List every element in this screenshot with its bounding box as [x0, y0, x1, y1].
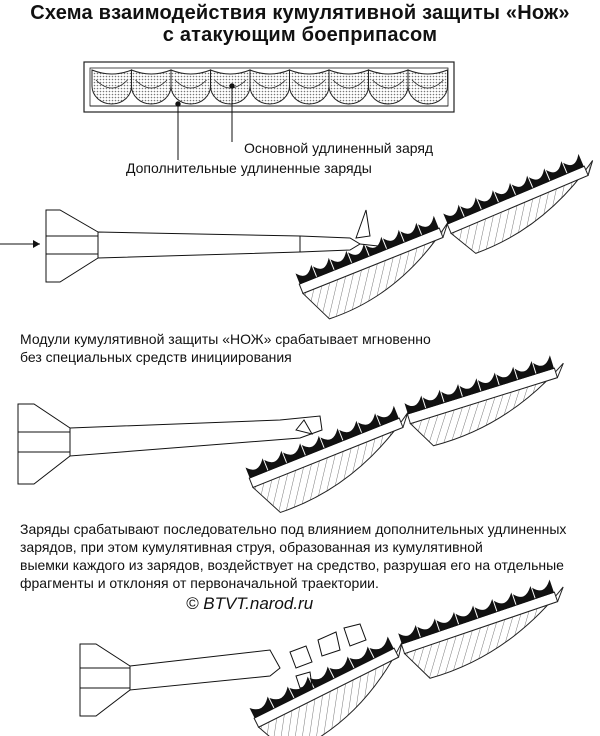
shaped-charge: [441, 384, 463, 403]
shaped-charge: [376, 405, 399, 426]
caption-line: выемки каждого из зарядов, воздействует …: [20, 557, 564, 573]
shaped-charge: [477, 190, 499, 210]
shaped-charge: [455, 605, 478, 625]
shaped-charge: [400, 222, 422, 243]
scene-approach: [0, 153, 594, 320]
shaped-charge: [493, 592, 516, 612]
shaped-charge: [474, 598, 497, 619]
shaped-charge: [289, 69, 330, 105]
caption-line: фрагменты и отклоняя от первоначальной т…: [20, 575, 379, 591]
shaped-charge: [422, 389, 444, 409]
shaped-charge: [269, 686, 294, 709]
label-additional-charges: Дополнительные удлиненные заряды: [126, 160, 372, 176]
shaped-charge: [514, 361, 536, 380]
shaped-charge: [264, 450, 287, 471]
shaped-charge: [494, 182, 516, 203]
shaped-charge: [460, 197, 482, 218]
shaped-charge: [249, 696, 274, 719]
shaped-charge: [436, 611, 459, 632]
shaped-charge: [329, 656, 354, 679]
shaped-charge: [328, 69, 369, 105]
shaped-charge: [368, 69, 409, 105]
shaped-charge: [404, 395, 426, 415]
shaped-charge: [417, 618, 440, 638]
caption-line: Заряды срабатывают последовательно под в…: [20, 521, 567, 537]
shaped-charge: [170, 69, 211, 105]
shaped-charge: [347, 243, 369, 264]
module-cross-section: [83, 61, 455, 113]
shaped-charge: [301, 435, 324, 456]
shaped-charge: [417, 215, 439, 236]
shaped-charge: [309, 666, 334, 689]
shaped-charge: [349, 646, 374, 669]
armor-module: [404, 355, 564, 447]
armor-module: [245, 405, 409, 514]
armor-module: [443, 153, 594, 254]
charge-row: [91, 69, 448, 105]
shaped-charge: [320, 428, 343, 449]
shaped-charge: [545, 161, 567, 181]
caption-sequence: Заряды срабатывают последовательно под в…: [20, 520, 566, 592]
shaped-charge: [283, 443, 306, 464]
caption-line: Модули кумулятивной защиты «НОЖ» срабаты…: [20, 331, 431, 347]
shaped-charge: [459, 378, 481, 398]
shaped-charge: [358, 413, 381, 434]
shaped-charge: [369, 636, 394, 659]
armor-module: [249, 636, 403, 736]
shaped-charge: [249, 69, 290, 105]
projectile: [45, 209, 379, 283]
shaped-charge: [312, 257, 334, 278]
caption-line: без специальных средств инициирования: [20, 349, 292, 365]
diagram-title-line1: Схема взаимодействия кумулятивной защиты…: [30, 2, 570, 24]
shaped-charge: [512, 585, 535, 606]
projectile: [17, 403, 323, 485]
armor-module: [295, 215, 449, 320]
shaped-charge: [528, 168, 550, 189]
shaped-charge: [330, 250, 352, 271]
caption-initiation: Модули кумулятивной защиты «НОЖ» срабаты…: [20, 330, 431, 366]
diagram-title-line2: с атакующим боеприпасом: [162, 24, 438, 46]
shaped-charge: [295, 264, 317, 285]
shaped-charge: [245, 458, 268, 479]
shaped-charge: [443, 204, 465, 225]
shaped-charge: [511, 175, 533, 196]
shaped-charge: [496, 366, 518, 386]
shaped-charge: [289, 676, 314, 699]
copyright: © BTVT.narod.ru: [186, 594, 314, 613]
shaped-charge: [339, 420, 362, 441]
label-main-charge: Основной удлиненный заряд: [244, 140, 434, 156]
caption-line: зарядов, при этом кумулятивная струя, об…: [20, 539, 483, 555]
shaped-charge: [533, 355, 555, 375]
projectile: [79, 643, 281, 717]
projectile-fragments: [289, 623, 367, 689]
shaped-charge: [407, 69, 448, 105]
shaped-charge: [532, 579, 555, 599]
shaped-charge: [398, 624, 421, 645]
leader-lines: [175, 83, 235, 160]
scene-initiation: [17, 355, 564, 514]
scene-destruction: [79, 579, 564, 736]
armor-module: [398, 579, 564, 679]
shaped-charge: [91, 69, 132, 105]
shaped-charge: [365, 236, 387, 257]
shaped-charge: [477, 372, 499, 392]
shaped-charge: [382, 229, 404, 250]
shaped-charge: [131, 69, 172, 105]
shaped-charge: [563, 153, 584, 174]
